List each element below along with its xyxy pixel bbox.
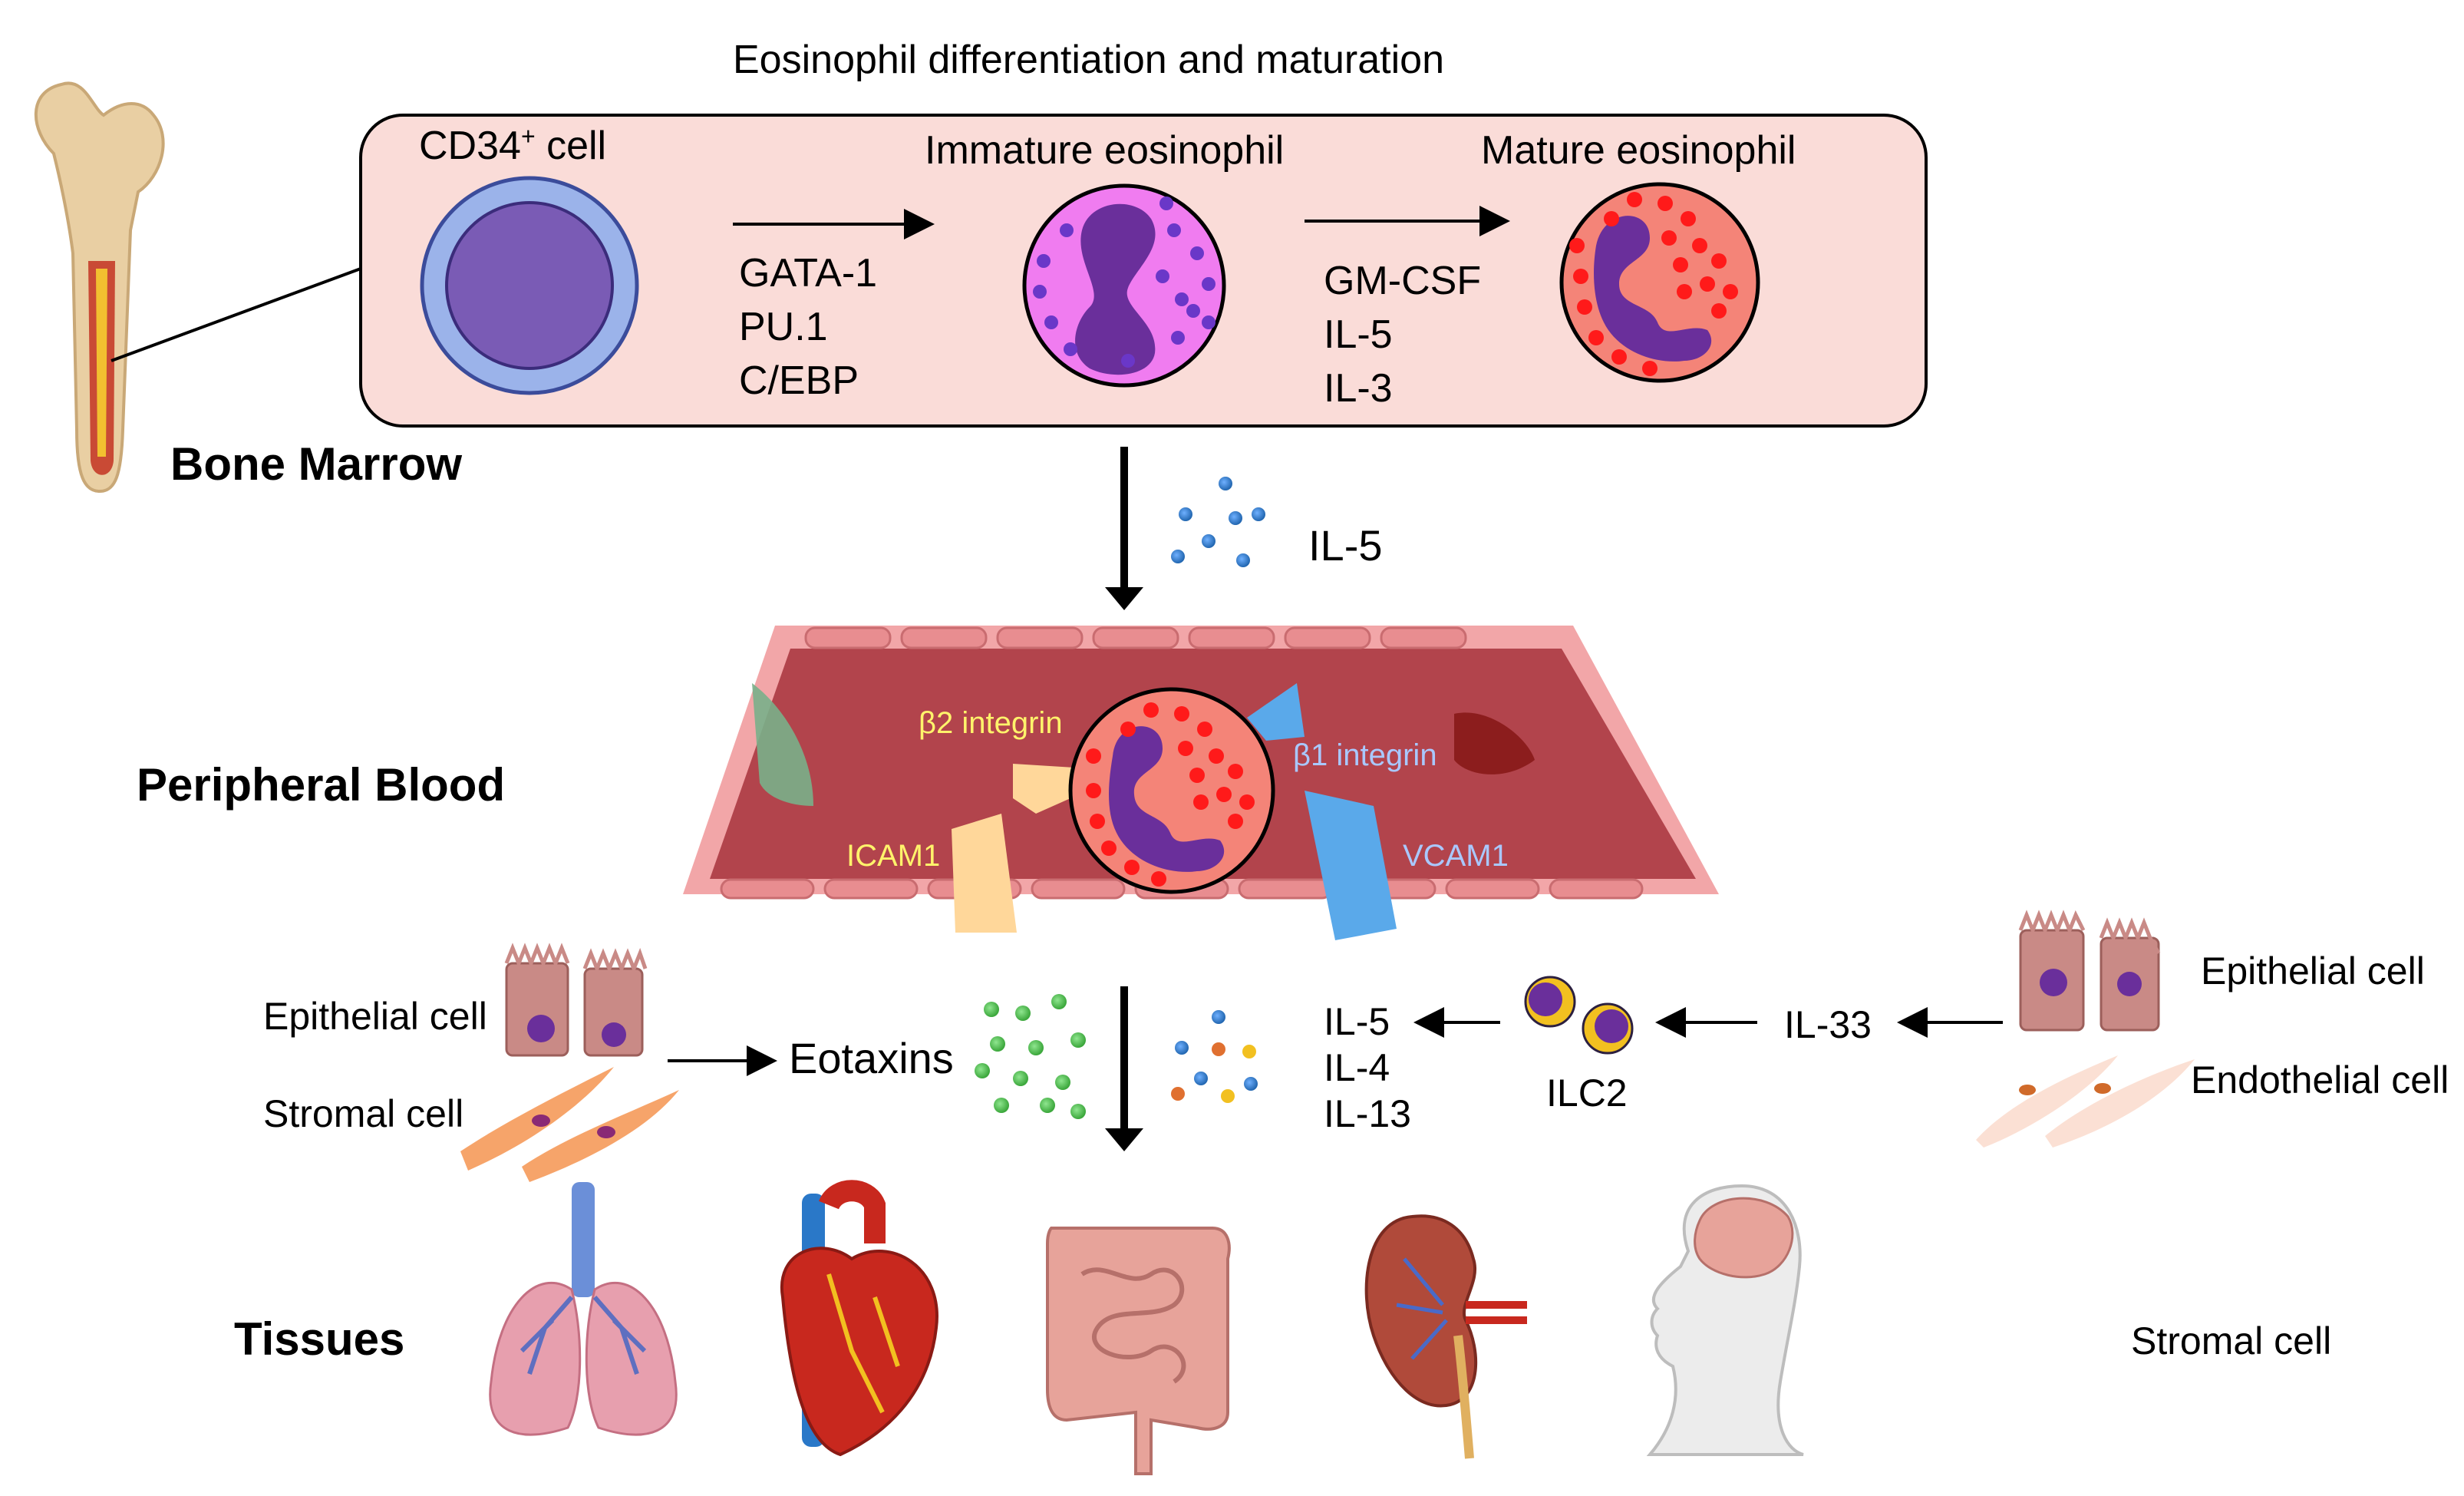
intestine-icon	[1046, 1227, 1231, 1475]
right-epithelial-label: Epithelial cell	[2201, 949, 2425, 992]
right-endothelial-label: Endothelial cell	[2191, 1058, 2449, 1101]
cytokine-il5: IL-5	[1324, 1000, 1390, 1043]
kidney-icon	[1364, 1214, 1527, 1459]
heart-icon	[780, 1180, 938, 1457]
cd34-cell-icon	[420, 176, 639, 395]
cd34-cell-label: CD34+ cell	[419, 123, 606, 169]
factor-gata1: GATA-1	[739, 251, 878, 296]
left-stromal-label: Stromal cell	[263, 1092, 464, 1135]
il33-label: IL-33	[1784, 1003, 1872, 1046]
b1-integrin-label: β1 integrin	[1293, 738, 1437, 772]
epithelial-cells-right-icon	[2018, 910, 2161, 1032]
eotaxin-molecules-icon	[975, 994, 1086, 1119]
bone-icon	[34, 81, 361, 494]
ilc2-cells-icon	[1524, 976, 1634, 1055]
stromal-cells-left-icon	[460, 1067, 679, 1182]
cd34-label-sup: +	[520, 122, 536, 150]
factor-il3: IL-3	[1324, 366, 1393, 411]
blood-vessel	[683, 626, 1719, 940]
cytokine-il13: IL-13	[1324, 1092, 1411, 1135]
cd34-label-rest: cell	[535, 124, 607, 168]
immature-eosinophil-label: Immature eosinophil	[925, 128, 1285, 173]
ilc2-label: ILC2	[1546, 1072, 1628, 1115]
left-epithelial-label: Epithelial cell	[263, 995, 487, 1038]
il5-molecules-icon	[1171, 477, 1265, 567]
section-peripheral-blood: Peripheral Blood	[137, 759, 506, 811]
lung-icon	[489, 1182, 678, 1436]
vcam1-shape	[1305, 791, 1397, 940]
factor-cebp: C/EBP	[739, 358, 859, 403]
mature-eosinophil-label: Mature eosinophil	[1481, 128, 1796, 173]
factor-il5: IL-5	[1324, 312, 1393, 357]
immature-eosinophil-icon	[1022, 183, 1226, 388]
bone-connector-line	[111, 267, 361, 362]
cytokine-mix-icon	[1171, 1010, 1258, 1103]
brain-icon	[1646, 1184, 1804, 1456]
icam1-label: ICAM1	[846, 839, 941, 873]
eotaxins-label: Eotaxins	[789, 1034, 954, 1082]
figure-title: Eosinophil differentiation and maturatio…	[733, 38, 1444, 82]
epithelial-cells-left-icon	[504, 943, 648, 1057]
vcam1-label: VCAM1	[1403, 839, 1509, 873]
section-tissues: Tissues	[234, 1313, 405, 1365]
mature-eosinophil-icon	[1559, 182, 1760, 383]
section-bone-marrow: Bone Marrow	[170, 438, 463, 490]
endothelial-cells-right-icon	[1976, 1055, 2195, 1148]
il5-label: IL-5	[1308, 521, 1383, 570]
bottom-stromal-label: Stromal cell	[2131, 1319, 2332, 1362]
b1-integrin-shape	[1247, 683, 1305, 741]
b2-integrin-shape	[1013, 764, 1074, 814]
cytokine-il4: IL-4	[1324, 1046, 1390, 1089]
factor-gmcsf: GM-CSF	[1324, 259, 1482, 303]
cd34-label-main: CD34	[419, 124, 521, 168]
factor-pu1: PU.1	[739, 305, 828, 349]
icam1-shape	[952, 814, 1017, 933]
b2-integrin-label: β2 integrin	[919, 706, 1063, 740]
